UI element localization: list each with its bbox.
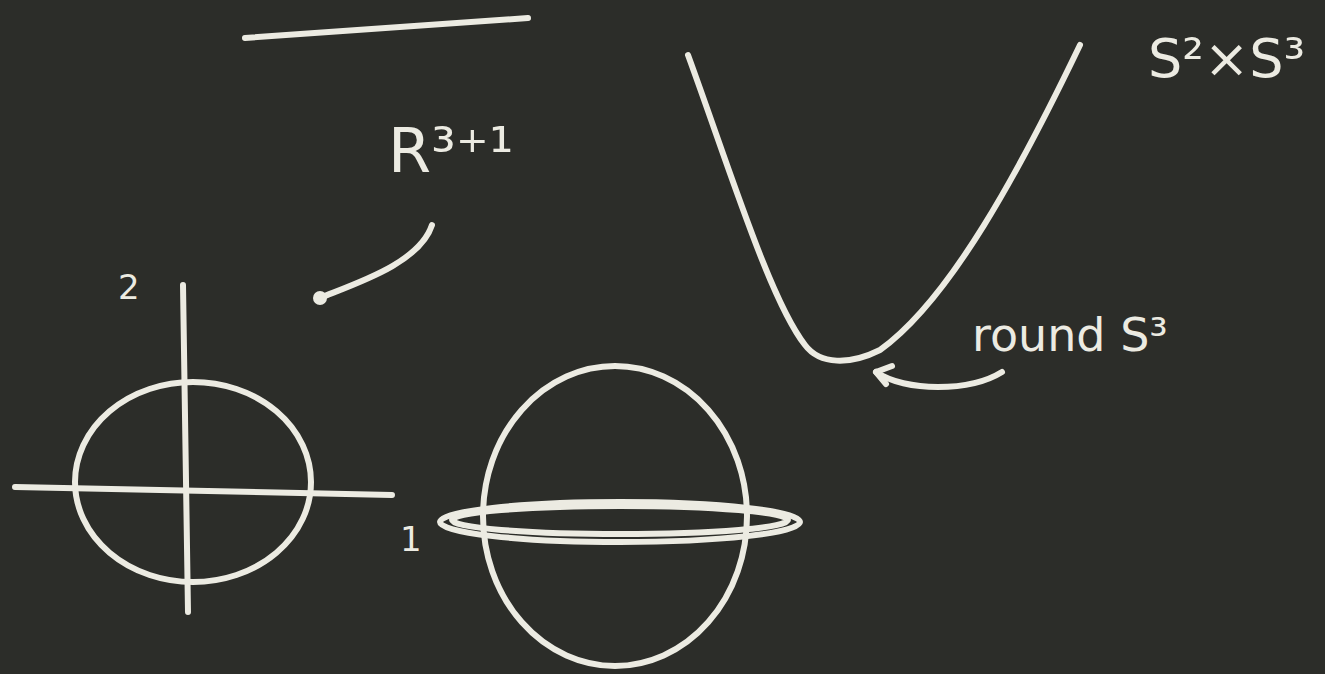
sphere bbox=[483, 366, 747, 666]
axis-label: 2 bbox=[118, 270, 140, 304]
space-label: S²×S³ bbox=[1148, 32, 1305, 86]
axis-2 bbox=[183, 285, 188, 612]
circle bbox=[75, 382, 311, 582]
ring bbox=[452, 506, 788, 534]
arrow-dot bbox=[313, 291, 327, 305]
pointer-arrow bbox=[876, 372, 1002, 387]
ring bbox=[440, 502, 800, 542]
arrow-head bbox=[876, 366, 892, 384]
space-label: R³⁺¹ bbox=[388, 120, 514, 182]
pointer-arrow bbox=[322, 225, 432, 297]
axis-label: 1 bbox=[400, 522, 422, 556]
callout-label: round S³ bbox=[972, 312, 1168, 358]
underline bbox=[245, 18, 528, 38]
axis-1 bbox=[15, 487, 392, 495]
